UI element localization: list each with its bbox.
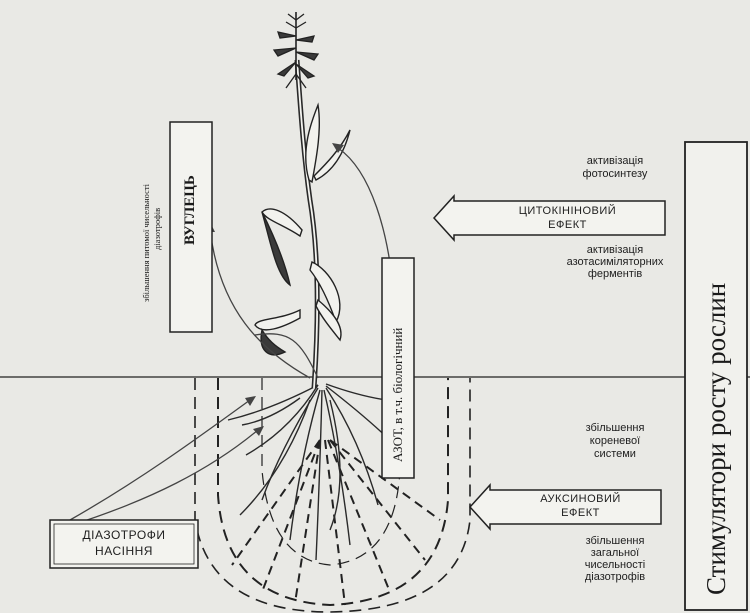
auxin-above-line3: системи bbox=[560, 448, 670, 460]
auxin-below-line3: чисельності bbox=[560, 559, 670, 571]
plant-stem bbox=[297, 60, 317, 388]
diazotroph-line1: ДІАЗОТРОФИ bbox=[54, 529, 194, 542]
auxin-above-line1: збільшення bbox=[560, 422, 670, 434]
carbon-box-note-line2: діазотрофів bbox=[152, 208, 162, 250]
carbon-box-note-line1: збільшення питомої чисельності bbox=[141, 184, 151, 302]
plant-roots bbox=[228, 384, 405, 560]
cytokinin-title-line1: ЦИТОКІНІНОВИЙ bbox=[470, 205, 665, 218]
plant-ear bbox=[274, 12, 318, 88]
auxin-above-line2: кореневої bbox=[560, 435, 670, 447]
nitrogen-box-title: АЗОТ, в т.ч. біологічний bbox=[390, 328, 406, 462]
auxin-below-line1: збільшення bbox=[560, 535, 670, 547]
cytokinin-title-line2: ЕФЕКТ bbox=[470, 219, 665, 232]
growth-stimulators-title: Стимулятори росту рослин bbox=[700, 155, 732, 595]
cytokinin-above-line1: активізація bbox=[560, 155, 670, 167]
cytokinin-arrow-shape bbox=[434, 196, 665, 240]
carbon-box-title: ВУГЛЕЦЬ bbox=[181, 175, 199, 245]
flow-arrows bbox=[70, 148, 395, 525]
cytokinin-below-line2: азотасиміляторних bbox=[550, 256, 680, 268]
cytokinin-below-line3: ферментів bbox=[550, 268, 680, 280]
cytokinin-below-line1: активізація bbox=[550, 244, 680, 256]
auxin-below-line4: діазотрофів bbox=[560, 571, 670, 583]
diazotroph-line2: НАСІННЯ bbox=[54, 545, 194, 558]
auxin-title-line2: ЕФЕКТ bbox=[500, 507, 661, 520]
auxin-below-line2: загальної bbox=[560, 547, 670, 559]
cytokinin-above-line2: фотосинтезу bbox=[560, 168, 670, 180]
auxin-title-line1: АУКСИНОВИЙ bbox=[500, 493, 661, 506]
